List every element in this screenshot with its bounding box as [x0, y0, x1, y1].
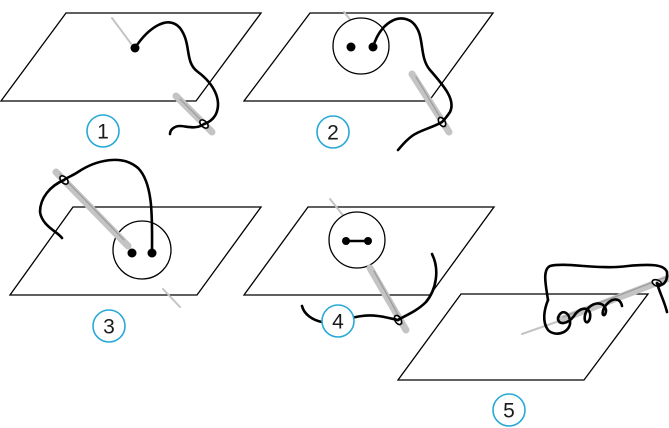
- step-badge-5: 5: [493, 394, 525, 426]
- step-number: 1: [97, 121, 109, 144]
- step-badge-1: 1: [87, 115, 119, 147]
- button-hole-left: [347, 43, 356, 52]
- step-number: 5: [503, 400, 515, 423]
- fabric-sheet: [1, 13, 261, 101]
- thread-tail: [170, 124, 204, 134]
- step-1-illustration: [1, 13, 261, 134]
- thread-tail: [657, 283, 667, 312]
- step-number: 3: [103, 316, 115, 339]
- step-badge-4: 4: [322, 305, 354, 337]
- step-badge-2: 2: [317, 116, 349, 148]
- button-outline: [333, 18, 389, 74]
- button-outline: [113, 221, 171, 279]
- step-3-illustration: [10, 160, 261, 307]
- step-badge-3: 3: [93, 310, 125, 342]
- button-hole-left: [128, 249, 137, 258]
- step-number: 2: [327, 122, 339, 145]
- step-2-illustration: [244, 12, 493, 150]
- step-number: 4: [332, 311, 344, 334]
- thread-tail: [398, 122, 442, 150]
- fabric-sheet: [398, 294, 648, 380]
